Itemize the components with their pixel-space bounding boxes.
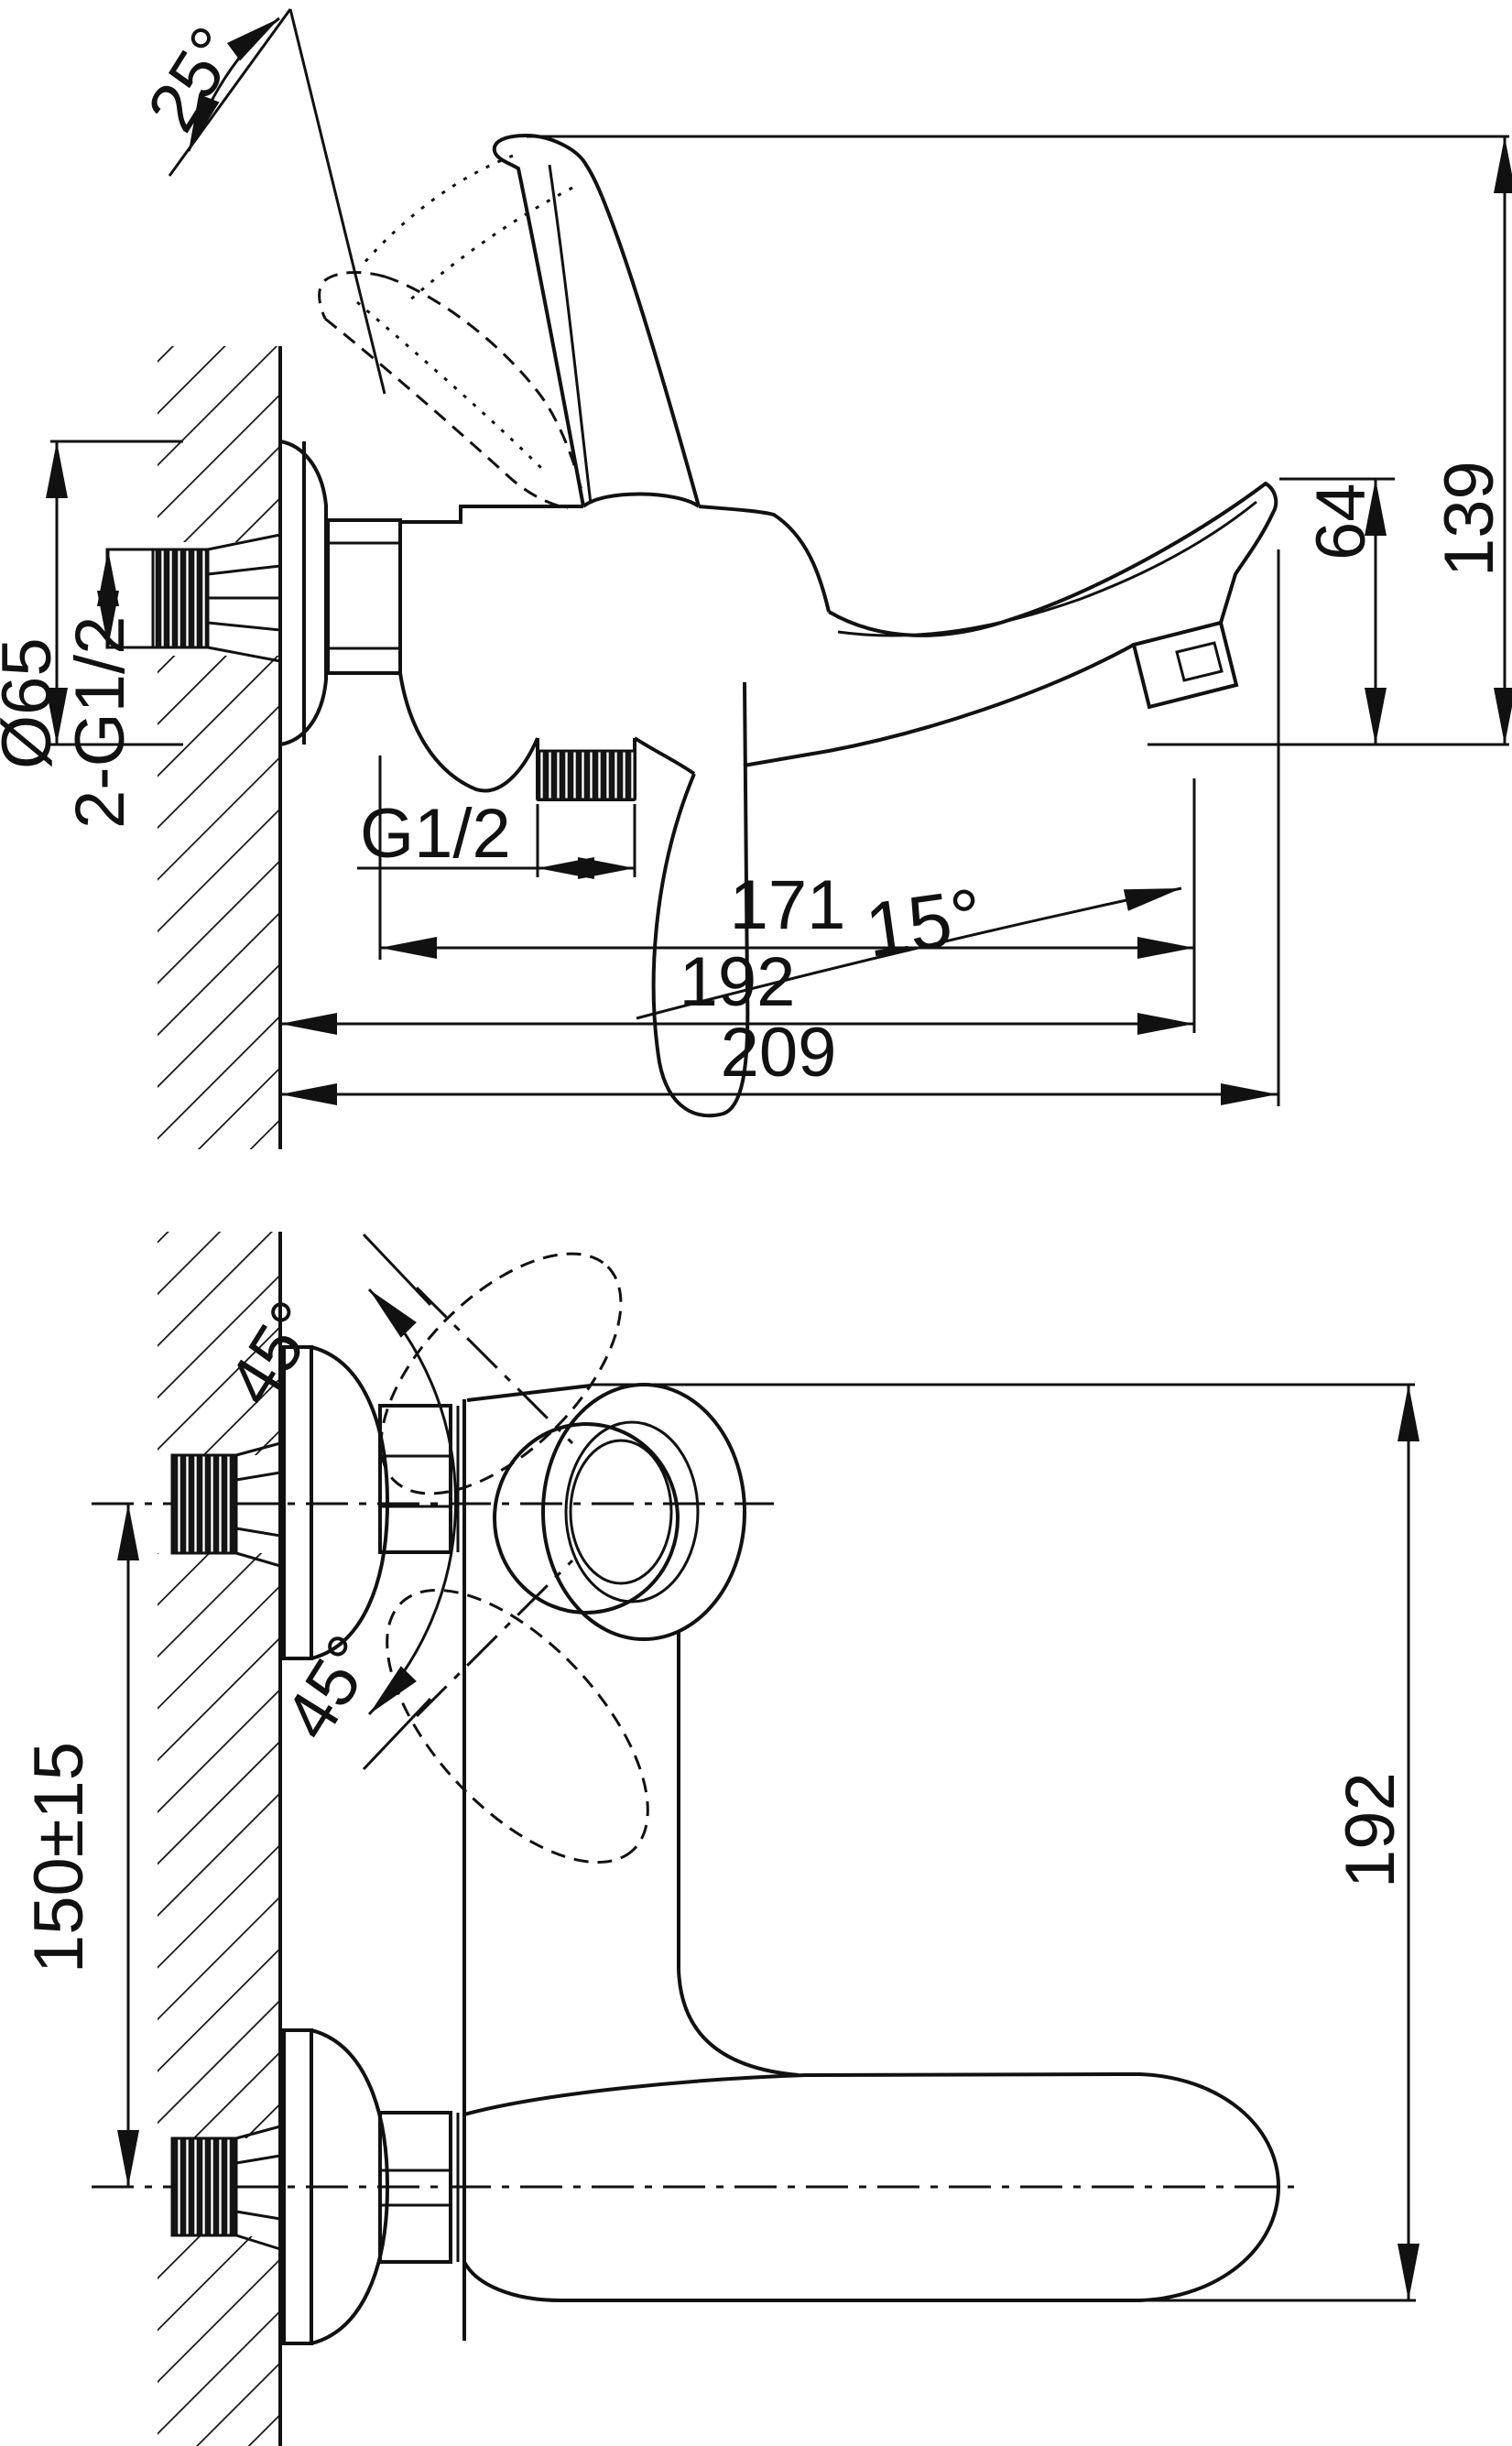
label-o65: Ø65 [0,637,66,769]
label-64: 64 [1302,483,1380,560]
nut-flats [328,541,400,650]
ray-45-down [362,1697,432,1771]
plan-view: 45° 45° 150±15 192 [20,1232,1420,2446]
body-underside-left [398,672,539,793]
body-chamfer [466,1384,592,1402]
reference-lines [378,135,1509,1106]
angle-ray-right [288,8,386,395]
upper-wall-nipple [170,1441,281,1568]
arm-top-edge [463,2072,1141,2116]
lower-nut-plan [378,2111,460,2264]
dimension-outlet-thread: G1/2 [357,795,636,879]
handle-knob-plan [493,1422,680,1614]
lever-base-boss [582,492,701,508]
faucet-body-plan [462,1383,1415,2341]
label-209: 209 [721,1014,837,1092]
dimension-wall-threads: 2-G1/2 [61,549,139,829]
label-45-lower: 45° [269,1622,391,1753]
label-150: 150±15 [20,1742,98,1973]
dimension-192-plan: 192 [1145,1385,1420,2302]
label-g12: G1/2 [360,795,511,873]
wall-nipple [105,533,281,663]
escutcheon-side [279,440,328,746]
connection-nut-side [326,518,402,675]
open-lever-inner-dotted [356,300,547,473]
dimension-64: 64 [1302,479,1387,745]
angle-arc [187,16,280,152]
lever-outline [492,133,701,507]
escutcheon-dome [279,440,328,746]
label-25deg: 25° [133,14,255,145]
valve-cap-inner-2 [569,1439,673,1585]
side-view: 25° Ø65 2-G1/2 G1/2 15° [0,8,1512,1149]
wall-hatching-lower [158,656,280,1149]
axis-45-down [415,1559,574,1718]
aerator-outlet [1175,641,1224,682]
handle-lever-open-dashed [318,154,584,510]
wall-section-plan [158,1232,282,2446]
wall-hatching-3 [158,2236,280,2446]
wall-hatching-1 [158,1232,280,1455]
label-2-g12: 2-G1/2 [61,616,139,829]
wall-section [158,346,282,1149]
nipple-fan-lines [207,533,281,663]
label-171: 171 [730,866,846,944]
lower-escutcheon-plan [282,2028,390,2345]
swing-arc [367,1288,458,1716]
arm-bottom-edge [462,2261,1140,2302]
neck-edge [677,1631,800,2077]
faucet-body-side [398,481,1278,1118]
label-192-side: 192 [680,943,796,1021]
body-underside-right [633,736,696,776]
lever-inner-line [548,164,593,505]
spout-inner-line [837,500,1257,637]
valve-cap-outer [541,1383,746,1641]
spout-bottom-edge [743,643,1135,767]
bottom-outlet-port [536,738,636,801]
nipple-thread [151,548,210,649]
dimension-209: 209 [280,1014,1278,1105]
outlet-thread [536,749,636,801]
wall-hatching-2 [158,1553,280,2138]
arm-end-cap [1139,2072,1281,2302]
body-top-swoop [698,505,831,613]
axis-45-up [415,1286,574,1445]
dimension-192-side: 192 [280,943,1194,1035]
body-top-left [400,505,583,524]
lower-wall-nipple [170,2125,281,2251]
ray-45-up [362,1233,432,1307]
dimension-escutcheon-diameter: Ø65 [0,440,183,769]
spout-top-edge [827,481,1278,637]
swing-trace-1 [360,154,514,266]
dimension-150: 150±15 [20,1504,139,2187]
open-lever-tip-hook [318,270,386,320]
dimension-171: 171 [380,866,1194,959]
wall-hatching-upper [158,346,280,542]
label-139: 139 [1430,461,1508,577]
dimension-139: 139 [1430,136,1512,745]
aerator [1131,620,1239,710]
open-lever-upper-edge [384,275,584,495]
label-192-plan: 192 [1332,1772,1409,1888]
swing-trace-2 [407,186,573,304]
label-15deg: 15° [860,872,987,973]
handle-lever-closed [492,133,701,507]
open-lever-lower-edge [324,317,569,510]
